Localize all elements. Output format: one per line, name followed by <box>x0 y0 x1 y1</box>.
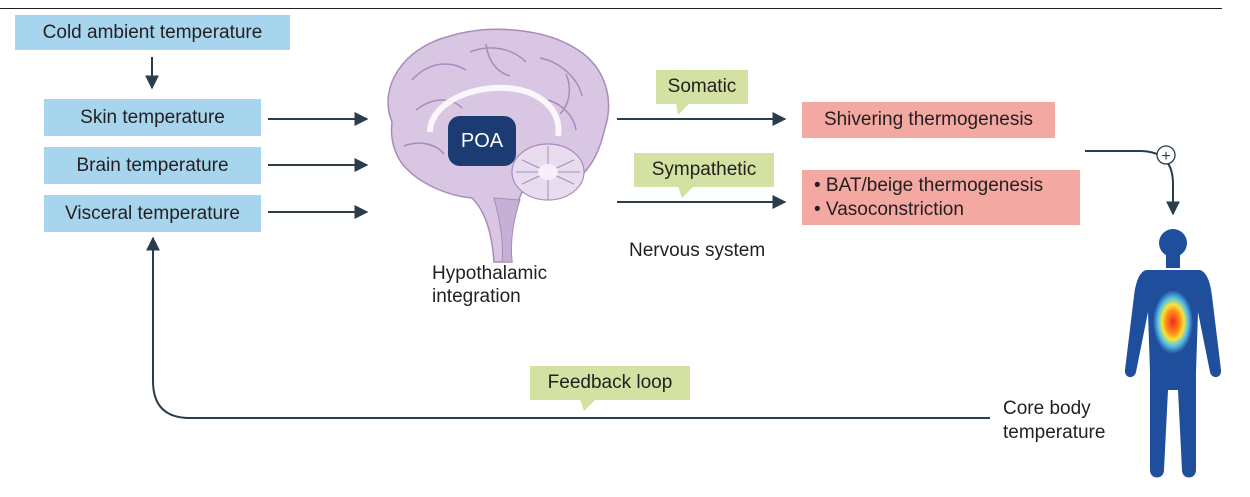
callout-somatic-shape <box>656 70 748 115</box>
plus-sign: + <box>1161 148 1170 165</box>
core-heat-map <box>1153 290 1193 354</box>
human-body <box>1124 229 1222 478</box>
brain-illustration <box>387 28 610 263</box>
bat-thermogenesis-item: • BAT/beige thermogenesis <box>814 175 1044 196</box>
sympathetic-label: Sympathetic <box>651 159 757 180</box>
core-body-label-line2: temperature <box>1003 422 1106 443</box>
nervous-system-label: Nervous system <box>629 240 766 261</box>
skin-temperature-box: Skin temperature <box>44 99 261 136</box>
cold-ambient-temperature-box: Cold ambient temperature <box>15 15 290 50</box>
visceral-temperature-box: Visceral temperature <box>44 195 261 232</box>
callout-feedback-shape <box>530 366 690 411</box>
somatic-label: Somatic <box>667 76 737 97</box>
plus-circle <box>1156 145 1176 165</box>
arrow-feedback-loop <box>146 236 990 419</box>
hypothalamic-caption-line2: integration <box>432 286 521 307</box>
poa-label: POA <box>460 129 504 152</box>
bat-vasoconstriction-box: • BAT/beige thermogenesis • Vasoconstric… <box>802 170 1080 225</box>
hypothalamic-caption-line1: Hypothalamic <box>432 263 548 284</box>
vasoconstriction-item: • Vasoconstriction <box>814 199 964 220</box>
brain-temperature-box: Brain temperature <box>44 147 261 184</box>
top-rule <box>0 8 1222 9</box>
poa-region <box>448 116 516 166</box>
shivering-thermogenesis-box: Shivering thermogenesis <box>802 102 1055 138</box>
callout-sympathetic-shape <box>634 153 774 198</box>
feedback-loop-label: Feedback loop <box>547 372 673 393</box>
core-body-label-line1: Core body <box>1003 398 1091 419</box>
